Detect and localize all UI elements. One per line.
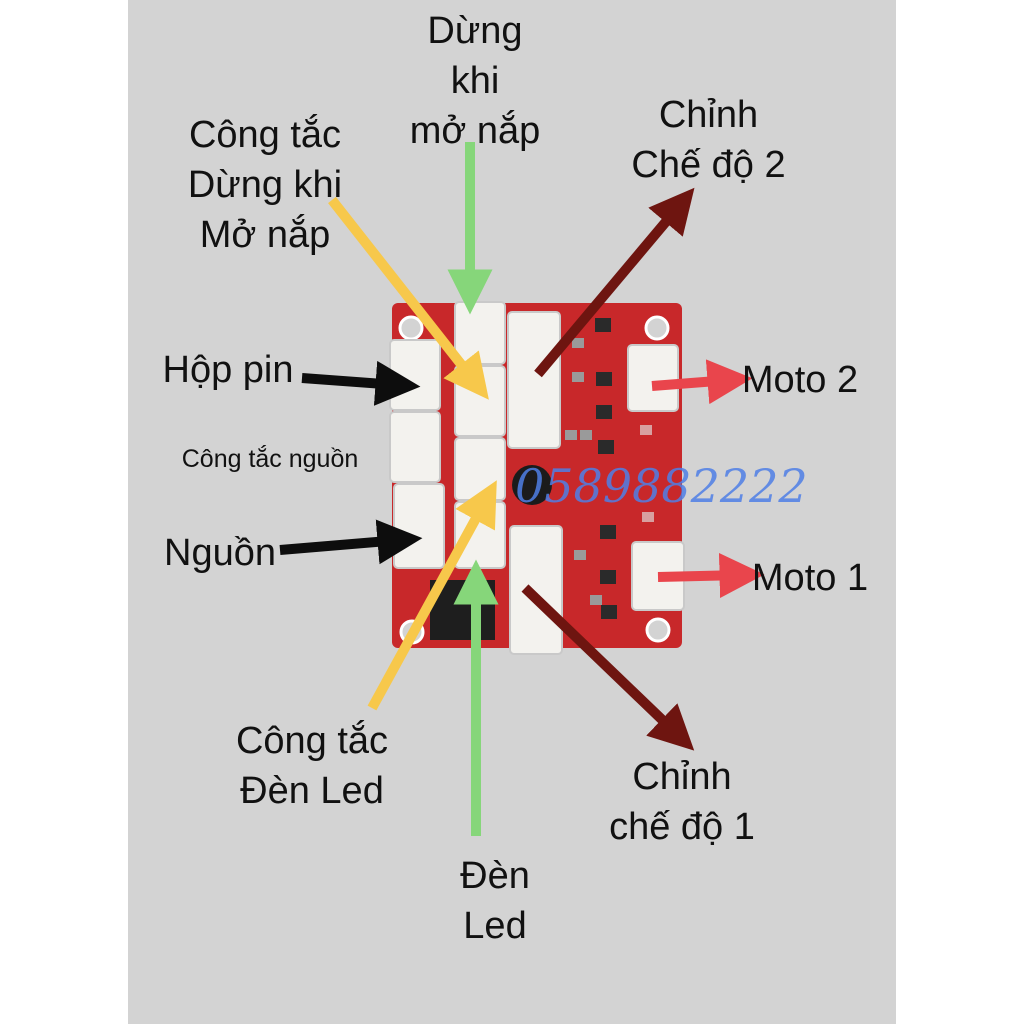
connector-led-switch (454, 437, 506, 501)
arrow-mode-1 (521, 584, 695, 751)
label-led: Đèn Led (440, 851, 550, 951)
arrows (279, 142, 765, 836)
mounting-hole-top-right (644, 315, 670, 341)
connectors (389, 301, 685, 655)
connector-battery (389, 339, 441, 411)
smd-resistor (590, 595, 602, 605)
label-motor-2: Moto 2 (741, 359, 859, 401)
connector-lid-switch (454, 365, 506, 437)
smd-component (595, 318, 611, 332)
label-line: chế độ 1 (609, 806, 755, 848)
smd-led (642, 512, 654, 522)
smd-component (598, 440, 614, 454)
label-mode-2: Chỉnh Chế độ 2 (606, 90, 811, 190)
smd-component (600, 570, 616, 584)
label-line: Công tắc (188, 114, 342, 156)
connector-power-switch (389, 411, 441, 483)
capacitor (512, 465, 552, 505)
arrow-led-switch (367, 480, 497, 711)
label-line: Led (463, 905, 527, 947)
label-lid-stop: Dừng khi mở nắp (400, 6, 550, 156)
label-line: mở nắp (409, 110, 541, 152)
smd-component (596, 372, 612, 386)
label-line: Dừng (427, 10, 523, 52)
label-power: Nguồn (164, 532, 276, 574)
smd-resistor (580, 430, 592, 440)
label-line: Chỉnh (632, 756, 732, 798)
label-motor-1: Moto 1 (751, 557, 869, 599)
arrow-mode-2 (534, 187, 695, 378)
connector-lid-stop (454, 301, 506, 365)
phone-watermark: 0589882222 (515, 459, 808, 513)
label-line: Đèn (460, 855, 530, 897)
connector-motor-2 (627, 344, 679, 412)
label-line: khi (450, 60, 500, 102)
connector-mode-1 (509, 525, 563, 655)
smd-component (596, 405, 612, 419)
label-line: Chế độ 2 (631, 144, 786, 186)
arrow-motor-1 (657, 553, 765, 599)
smd-resistor (572, 338, 584, 348)
mounting-hole-top-left (398, 315, 424, 341)
label-led-switch: Công tắc Đèn Led (212, 716, 412, 816)
smd-resistor (572, 372, 584, 382)
label-line: Đèn Led (240, 770, 384, 812)
arrow-power (279, 519, 423, 565)
label-line: Dừng khi (187, 164, 343, 206)
label-battery: Hộp pin (162, 349, 294, 391)
smd-resistor (574, 550, 586, 560)
mounting-hole-bottom-right (645, 617, 671, 643)
label-lid-switch: Công tắc Dừng khi Mở nắp (165, 110, 365, 260)
label-mode-1: Chỉnh chế độ 1 (582, 752, 782, 852)
label-line: Chỉnh (658, 94, 759, 136)
smd-component (600, 525, 616, 539)
arrow-motor-2 (651, 359, 753, 405)
label-power-switch: Công tắc nguồn (181, 445, 359, 473)
arrow-battery (301, 360, 421, 406)
smd-led (640, 425, 652, 435)
arrow-lid-switch (328, 196, 489, 400)
label-line: Công tắc (235, 720, 389, 762)
connector-power (393, 483, 445, 569)
smd-component (601, 605, 617, 619)
smd-resistor (565, 430, 577, 440)
connector-mode-2 (507, 311, 561, 449)
label-line: Mở nắp (199, 214, 331, 256)
